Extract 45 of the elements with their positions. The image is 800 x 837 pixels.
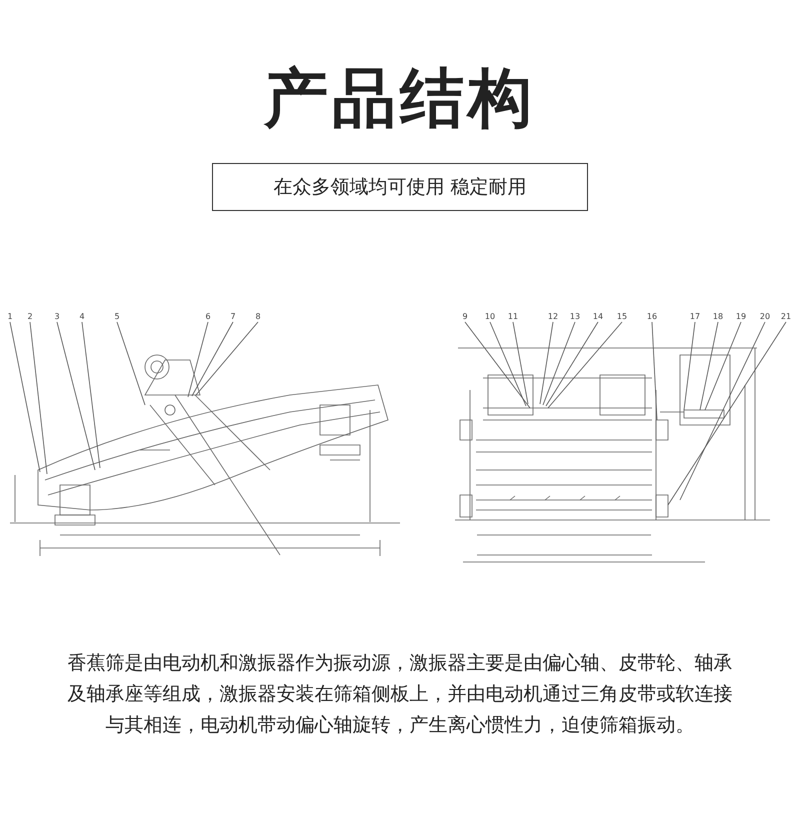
callout-number: 4 bbox=[75, 311, 89, 322]
callout-number: 11 bbox=[506, 311, 520, 322]
leader-line bbox=[196, 322, 258, 396]
leader-line bbox=[512, 322, 528, 404]
leader-line bbox=[542, 322, 576, 406]
callout-number: 9 bbox=[458, 311, 472, 322]
callout-number: 19 bbox=[734, 311, 748, 322]
leader-line bbox=[668, 322, 786, 506]
callout-number: 5 bbox=[110, 311, 124, 322]
leader-line bbox=[540, 322, 554, 404]
callout-number: 20 bbox=[758, 311, 772, 322]
callout-number: 8 bbox=[251, 311, 265, 322]
leader-line bbox=[464, 322, 530, 408]
callout-number: 6 bbox=[201, 311, 215, 322]
callout-number: 21 bbox=[779, 311, 793, 322]
description-paragraph: 香蕉筛是由电动机和激振器作为振动源，激振器主要是由偏心轴、皮带轮、轴承及轴承座等组成，激振器安装在筛箱侧板上，并由电动机通过三角皮带或软连接与其相连，电动机带动偏心轴旋转，产生离心惯性力，迫使筛箱振动。 bbox=[66, 651, 734, 738]
leader-line bbox=[10, 322, 40, 472]
leader-line bbox=[82, 322, 100, 468]
leader-line bbox=[652, 322, 658, 420]
leader-line bbox=[188, 322, 208, 398]
callout-number: 12 bbox=[546, 311, 560, 322]
leader-line bbox=[56, 322, 96, 470]
callout-number: 18 bbox=[711, 311, 725, 322]
callout-number: 3 bbox=[50, 311, 64, 322]
callout-number: 15 bbox=[615, 311, 629, 322]
callout-number: 1 bbox=[3, 311, 17, 322]
leader-line bbox=[700, 322, 718, 410]
leader-line bbox=[490, 322, 526, 406]
callout-number: 2 bbox=[23, 311, 37, 322]
leader-line bbox=[546, 322, 598, 406]
leader-line bbox=[704, 322, 742, 410]
leader-line bbox=[116, 322, 146, 406]
page-title: 产品结构 bbox=[262, 61, 537, 138]
leader-line bbox=[680, 322, 766, 500]
leader-line bbox=[684, 322, 696, 410]
subtitle-box: 在众多领域均可使用 稳定耐用 bbox=[212, 163, 588, 211]
leader-line bbox=[30, 322, 48, 474]
leader-line bbox=[548, 322, 622, 408]
callout-number: 16 bbox=[645, 311, 659, 322]
callout-number: 14 bbox=[591, 311, 605, 322]
callout-number: 17 bbox=[688, 311, 702, 322]
callout-number: 10 bbox=[483, 311, 497, 322]
leader-line bbox=[192, 322, 234, 396]
callout-number: 13 bbox=[568, 311, 582, 322]
callout-number: 7 bbox=[226, 311, 240, 322]
